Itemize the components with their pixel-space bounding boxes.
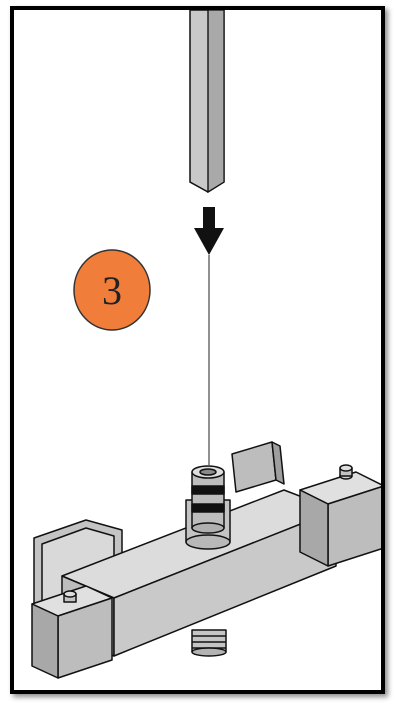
thermostatic-mixer [31,441,381,679]
step-number: 3 [102,268,122,313]
assembly-diagram: 3 [31,10,381,679]
instruction-panel: 3 [10,6,385,694]
arrow-down-icon [194,207,224,255]
step-badge: 3 [73,249,151,331]
hex-key-icon [189,10,225,194]
